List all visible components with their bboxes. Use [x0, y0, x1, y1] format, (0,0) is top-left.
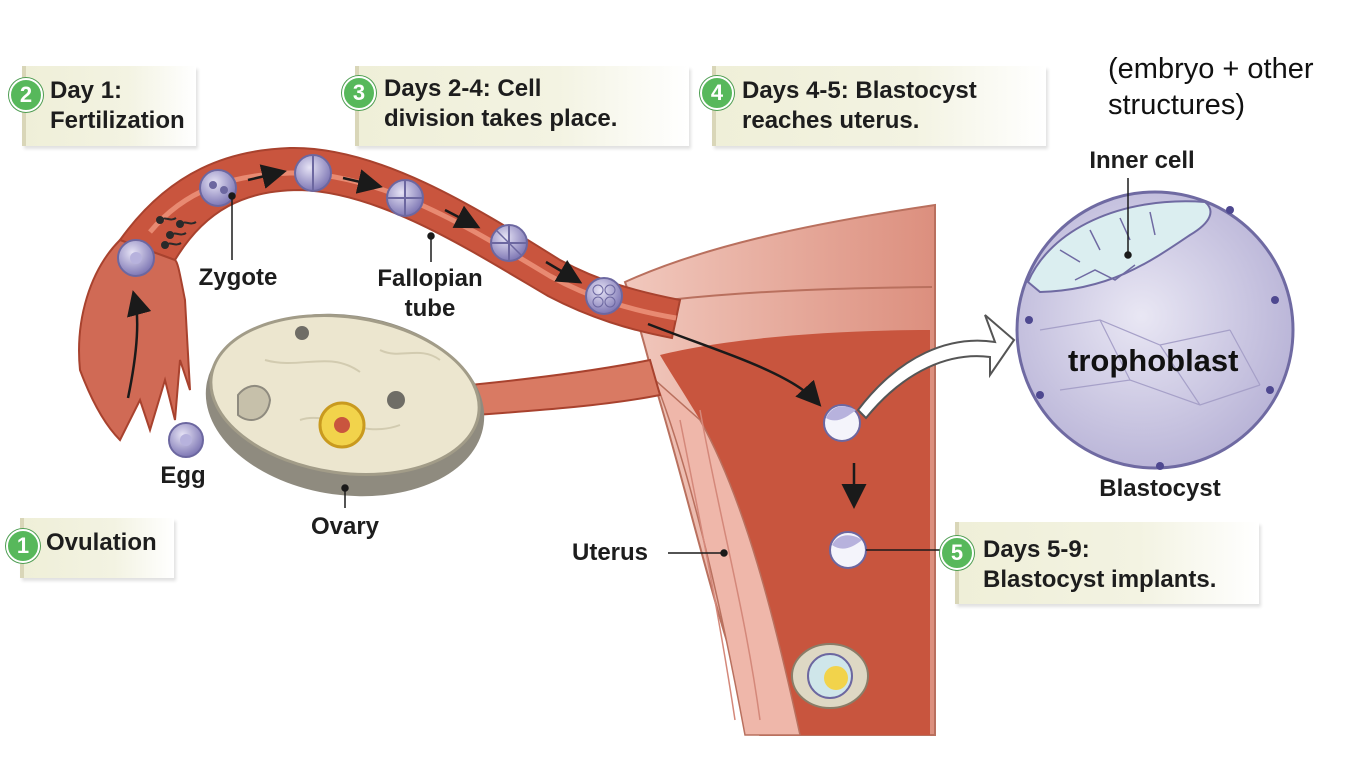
step-2-badge: 2 [9, 78, 43, 112]
step-4-line-2: reaches uterus. [742, 107, 920, 134]
blastocyst-enlarged [1015, 190, 1295, 470]
ovarian-ligament [468, 358, 662, 417]
fallopian-tube-label-line-2: tube [404, 295, 456, 322]
fertilized-egg-nucleus [130, 252, 142, 264]
step-2-line-2: Fertilization [50, 107, 185, 134]
step-5-badge: 5 [940, 536, 974, 570]
step-2-box [22, 66, 196, 146]
uterus-body [623, 203, 936, 736]
step-1-label: Ovulation [46, 529, 157, 556]
progress-arrows [126, 164, 867, 509]
step-4-badge: 4 [700, 76, 734, 110]
step-4-box [712, 66, 1046, 146]
trophoblast-label: trophoblast [1068, 343, 1239, 378]
inner-cell-label: Inner cell [1089, 147, 1195, 174]
blastocyst-label: Blastocyst [1099, 475, 1221, 502]
implanting-blastocyst [829, 531, 867, 569]
step-5-box [955, 522, 1259, 604]
two-cell-stage [294, 154, 332, 192]
sperm [156, 216, 197, 249]
note-line-1: (embryo + other [1108, 53, 1314, 85]
note-line-2: structures) [1108, 89, 1245, 121]
step-4-line-1: Days 4-5: Blastocyst [742, 77, 977, 104]
step-3-line-2: division takes place. [384, 105, 618, 132]
step-3-badge: 3 [342, 76, 376, 110]
zoom-arrow [856, 314, 1016, 420]
fallopian-tube-label-line-1: Fallopian [377, 265, 483, 292]
ovary [205, 313, 485, 497]
four-cell-stage [386, 179, 424, 217]
ovary-label: Ovary [310, 513, 380, 540]
step-1-badge: 1 [6, 529, 40, 563]
egg-nucleus [180, 434, 192, 446]
zygote-label: Zygote [198, 264, 278, 291]
uterus-label: Uterus [572, 539, 649, 566]
step-2-line-1: Day 1: [50, 77, 123, 104]
step-5-line-1: Days 5-9: [983, 536, 1090, 563]
eight-cell-stage [490, 224, 528, 262]
step-3-box [355, 66, 689, 146]
step-3-line-1: Days 2-4: Cell [384, 75, 542, 102]
morula [585, 277, 623, 315]
step-5-line-2: Blastocyst implants. [983, 566, 1217, 593]
implanted-embryo [791, 643, 869, 709]
zygote-cell [199, 169, 237, 207]
egg-label: Egg [160, 462, 206, 489]
label-leaders [228, 178, 1132, 557]
blastocyst-in-uterus [823, 404, 861, 442]
